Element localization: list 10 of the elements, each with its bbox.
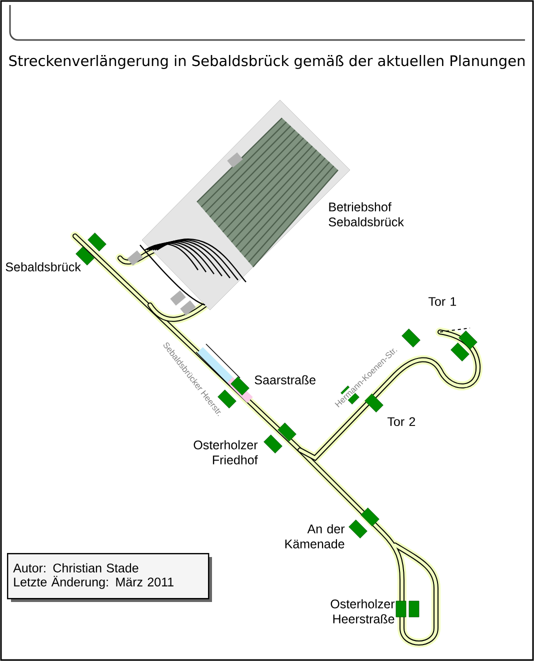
station-label: Osterholzer Heerstraße bbox=[330, 599, 395, 624]
station-label: Saarstraße bbox=[254, 375, 316, 384]
title: Streckenverlängerung in Sebaldsbrück gemäß der aktuellen Planungen bbox=[9, 54, 524, 70]
station-label: Betriebshof Sebaldsbrück bbox=[328, 202, 404, 226]
station-label: An der Kämenade bbox=[285, 524, 345, 548]
info-box: Autor: Christian Stade Letzte Änderung: März 2011 bbox=[7, 553, 210, 600]
station-label: Tor 2 bbox=[387, 417, 416, 426]
station-label: Osterholzer Friedhof bbox=[194, 440, 258, 464]
station-label: Sebaldsbrück bbox=[6, 262, 81, 272]
station-label: Tor 1 bbox=[428, 297, 456, 306]
